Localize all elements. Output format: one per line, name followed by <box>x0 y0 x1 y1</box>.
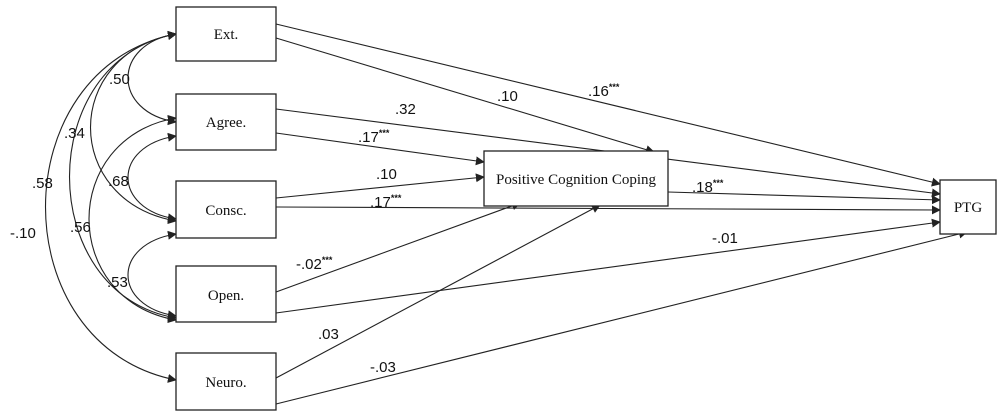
coef-ext-ptg: .16*** <box>588 82 620 100</box>
arrow-neuro-ptg <box>275 229 968 405</box>
node-pcc: Positive Cognition Coping <box>483 150 669 207</box>
node-ptg: PTG <box>939 179 997 235</box>
arc-ext-agree <box>127 30 177 126</box>
node-neuro: Neuro. <box>175 352 277 411</box>
arc-consc-open <box>127 230 177 320</box>
arc-ext-consc <box>89 30 177 225</box>
coef-ext-pcc: .10 <box>497 88 518 105</box>
arrow-open-ptg <box>275 218 941 314</box>
node-label-consc: Consc. <box>205 203 246 219</box>
node-ext: Ext. <box>175 6 277 62</box>
arc-agree-open <box>88 114 177 324</box>
coef-consc-pcc: .10 <box>376 166 397 183</box>
coef-neuro-ptg: -.03 <box>370 359 396 376</box>
node-label-ext: Ext. <box>214 27 239 43</box>
node-label-agree: Agree. <box>206 115 246 131</box>
coef-consc-ptg: .17*** <box>370 193 402 211</box>
arc-ext-open <box>69 31 177 322</box>
arrow-consc-ptg <box>275 205 941 215</box>
node-consc: Consc. <box>175 180 277 239</box>
arrow-open-pcc <box>275 201 521 293</box>
path-labels: .10 .16*** .32 .17*** .10 .17*** .18*** … <box>296 82 738 376</box>
arrow-neuro-pcc <box>275 204 601 379</box>
coef-ext-neuro: -.10 <box>10 225 36 242</box>
coef-agree-ptg: .32 <box>395 101 416 118</box>
arrow-ext-ptg <box>275 23 941 187</box>
arc-ext-neuro <box>44 31 177 383</box>
node-open: Open. <box>175 265 277 323</box>
correlation-arcs <box>44 30 177 383</box>
coef-ext-agree: .50 <box>109 71 130 88</box>
correlation-labels: .50 .34 .58 -.10 .68 .56 .53 <box>10 71 130 291</box>
arrow-ext-pcc <box>275 37 655 154</box>
node-agree: Agree. <box>175 93 277 151</box>
arc-agree-consc <box>127 132 177 223</box>
coef-ext-open: .58 <box>32 175 53 192</box>
arrow-pcc-ptg <box>667 191 941 205</box>
arrow-consc-pcc <box>275 173 485 199</box>
node-label-pcc: Positive Cognition Coping <box>496 172 657 188</box>
coef-ext-consc: .34 <box>64 125 85 142</box>
coef-agree-pcc: .17*** <box>358 128 390 146</box>
coef-pcc-ptg: .18*** <box>692 178 724 196</box>
node-label-ptg: PTG <box>954 200 983 216</box>
coef-open-pcc: -.02*** <box>296 255 333 273</box>
coef-agree-consc: .68 <box>108 173 129 190</box>
node-label-neuro: Neuro. <box>205 375 246 391</box>
coef-neuro-pcc: .03 <box>318 326 339 343</box>
directed-paths <box>275 23 968 405</box>
coef-agree-open: .56 <box>70 219 91 236</box>
node-label-open: Open. <box>208 288 244 304</box>
coef-consc-open: .53 <box>107 274 128 291</box>
arrow-agree-pcc <box>275 132 485 166</box>
coef-open-ptg: -.01 <box>712 230 738 247</box>
